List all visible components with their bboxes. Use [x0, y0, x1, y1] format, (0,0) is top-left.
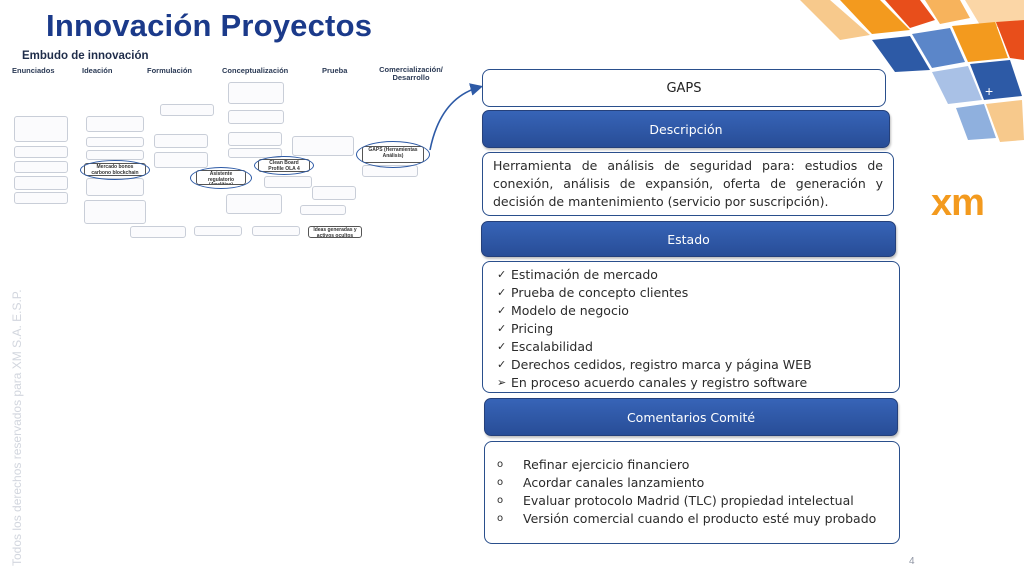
funnel-node — [252, 226, 300, 236]
page-number: 4 — [909, 556, 915, 567]
funnel-node — [86, 137, 144, 147]
highlight-ellipse-clean-board — [254, 156, 314, 175]
list-item: ✓Escalabilidad — [497, 339, 593, 354]
descripcion-header-label: Descripción — [649, 121, 723, 137]
funnel-node — [292, 136, 354, 156]
list-item: ✓Modelo de negocio — [497, 303, 629, 318]
slide-title: Innovación Proyectos — [46, 8, 373, 43]
estado-header-label: Estado — [667, 231, 710, 247]
funnel-node — [228, 132, 282, 146]
highlight-ellipse-mercado — [80, 160, 150, 180]
stage-ideacion: Ideación — [82, 66, 113, 75]
connector-arrow — [429, 83, 484, 151]
stage-formulacion: Formulación — [147, 66, 193, 75]
highlight-ellipse-asistente — [190, 167, 252, 189]
funnel-node — [14, 161, 68, 173]
list-item: ➢En proceso acuerdo canales y registro s… — [497, 375, 808, 390]
list-item: ✓Derechos cedidos, registro marca y pági… — [497, 357, 812, 372]
check-icon: ✓ — [497, 286, 507, 299]
estado-list: ✓Estimación de mercado ✓Prueba de concep… — [483, 262, 899, 392]
funnel-node — [14, 192, 68, 204]
funnel-node — [154, 134, 208, 148]
funnel-node — [14, 116, 68, 142]
descripcion-card: Herramienta de análisis de seguridad par… — [482, 152, 894, 216]
funnel-node — [300, 205, 346, 215]
stage-prueba: Prueba — [322, 66, 348, 75]
comentarios-header: Comentarios Comité — [484, 398, 898, 436]
copyright-notice: Todos los derechos reservados para XM S.… — [10, 289, 24, 566]
highlight-ellipse-gaps — [356, 141, 430, 168]
gaps-title: GAPS — [666, 80, 702, 96]
check-icon: ✓ — [497, 358, 507, 371]
estado-header: Estado — [481, 221, 896, 257]
gaps-title-box: GAPS — [482, 69, 886, 107]
check-icon: ✓ — [497, 322, 507, 335]
arrow-bullet-icon: ➢ — [497, 376, 507, 389]
funnel-node — [84, 200, 146, 224]
check-icon: ✓ — [497, 340, 507, 353]
funnel-node — [312, 186, 356, 200]
funnel-title: Embudo de innovación — [22, 50, 149, 62]
funnel-node — [228, 148, 282, 158]
check-icon: ✓ — [497, 268, 507, 281]
descripcion-text: Herramienta de análisis de seguridad par… — [493, 158, 883, 209]
corner-decoration: + — [800, 0, 1024, 142]
funnel-node — [228, 110, 284, 124]
funnel-stage-headers: Enunciados Ideación Formulación Conceptu… — [0, 66, 470, 86]
funnel-node — [154, 152, 208, 168]
funnel-node — [160, 104, 214, 116]
descripcion-header: Descripción — [482, 110, 890, 148]
funnel-node — [130, 226, 186, 238]
funnel-node — [14, 146, 68, 158]
funnel-node — [86, 116, 144, 132]
circle-bullet-icon: o — [497, 459, 504, 470]
funnel-node — [226, 194, 282, 214]
funnel-node — [228, 82, 284, 104]
node-ideas-generadas: Ideas generadas y activos ocultos — [308, 226, 362, 238]
list-item: ✓Pricing — [497, 321, 554, 336]
funnel-node — [14, 176, 68, 190]
circle-bullet-icon: o — [497, 495, 504, 506]
circle-bullet-icon: o — [497, 513, 504, 524]
funnel-node — [264, 176, 312, 188]
comentarios-header-label: Comentarios Comité — [626, 409, 756, 425]
stage-comercializacion: Comercialización/ Desarrollo — [379, 65, 443, 82]
funnel-node — [194, 226, 242, 236]
xm-logo: xm — [931, 182, 985, 224]
list-item: ✓Prueba de concepto clientes — [497, 285, 689, 300]
estado-card: ✓Estimación de mercado ✓Prueba de concep… — [482, 261, 900, 393]
stage-enunciados: Enunciados — [12, 66, 55, 75]
list-item: ✓Estimación de mercado — [497, 267, 658, 282]
circle-bullet-icon: o — [497, 477, 504, 488]
svg-text:+: + — [985, 83, 993, 99]
check-icon: ✓ — [497, 304, 507, 317]
stage-conceptualizacion: Conceptualización — [222, 66, 289, 75]
